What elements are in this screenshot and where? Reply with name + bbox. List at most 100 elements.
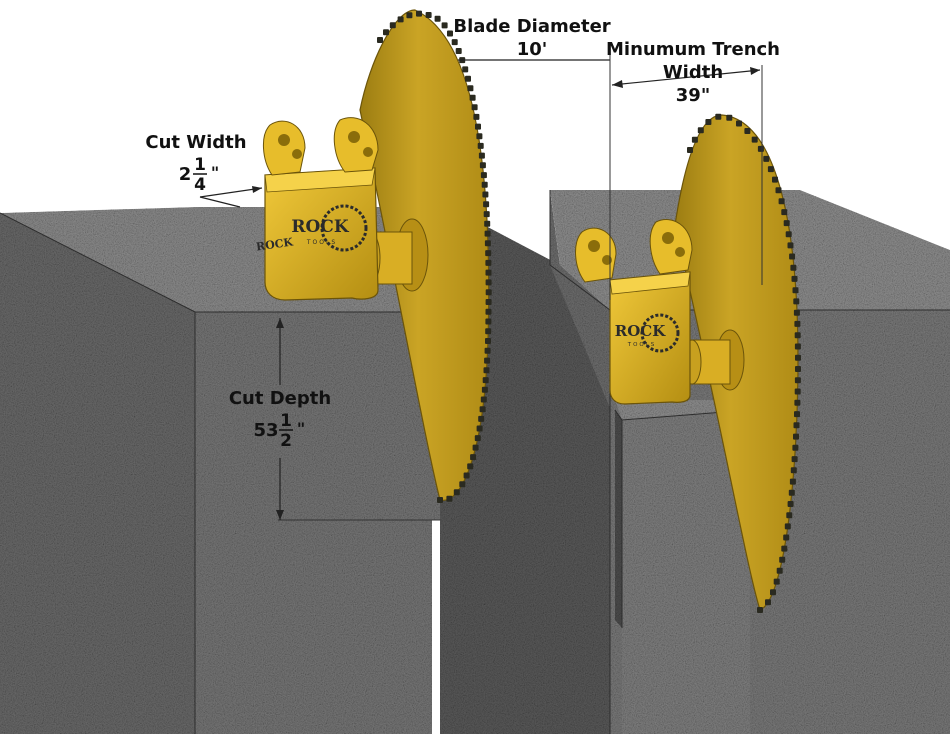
left-block-front-face: [195, 312, 440, 734]
saw-tooth: [484, 230, 491, 237]
saw-tooth: [789, 253, 796, 260]
cut-depth-dimension: Cut Depth 53 1 2 ": [229, 318, 440, 521]
saw-tooth: [791, 275, 798, 282]
saw-tooth: [691, 136, 698, 143]
saw-tooth: [763, 155, 770, 162]
saw-tooth: [794, 411, 800, 418]
saw-tooth: [482, 377, 489, 384]
saw-tooth: [467, 463, 474, 470]
right-saw-teeth: [687, 113, 801, 613]
saw-tooth: [483, 211, 490, 218]
saw-tooth: [377, 37, 383, 43]
saw-tooth: [463, 472, 470, 479]
saw-tooth: [793, 422, 800, 429]
saw-tooth: [757, 607, 763, 613]
saw-tooth: [786, 512, 793, 519]
saw-tooth: [437, 497, 443, 503]
saw-tooth: [469, 94, 476, 101]
right-logo-sub: TOOLS: [627, 342, 657, 348]
saw-tooth: [485, 289, 492, 296]
saw-tooth: [453, 489, 460, 496]
cut-core-side: [615, 410, 622, 628]
saw-tooth: [485, 318, 492, 325]
cut-depth-label: Cut Depth: [229, 388, 331, 409]
saw-tooth: [485, 250, 492, 257]
saw-tooth: [791, 456, 798, 463]
saw-tooth: [744, 128, 751, 134]
saw-tooth: [474, 435, 481, 442]
saw-tooth: [770, 589, 776, 596]
saw-tooth: [471, 104, 478, 111]
saw-tooth: [476, 133, 483, 140]
saw-tooth: [416, 10, 422, 17]
saw-tooth: [787, 501, 794, 507]
saw-tooth: [485, 259, 492, 266]
saw-tooth: [480, 172, 487, 179]
right-saw-housing: [609, 271, 691, 405]
saw-tooth: [765, 599, 771, 606]
saw-tooth: [485, 279, 492, 286]
saw-tooth: [465, 75, 471, 82]
saw-tooth: [482, 191, 489, 198]
blade-diameter-value: 10': [517, 39, 548, 60]
saw-tooth: [485, 269, 492, 276]
saw-tooth: [767, 166, 774, 173]
saw-tooth: [467, 85, 474, 92]
saw-tooth: [715, 113, 722, 120]
saw-tooth: [459, 481, 466, 488]
saw-tooth: [473, 113, 480, 120]
right-block-back-wall: [550, 190, 615, 420]
saw-tooth: [793, 298, 800, 305]
saw-tooth: [783, 220, 790, 227]
saw-tooth: [484, 357, 491, 364]
saw-tooth: [441, 22, 448, 29]
cut-width-unit: ": [211, 163, 219, 182]
trench-width-label-line2: Width: [663, 62, 723, 83]
saw-tooth: [795, 366, 801, 372]
saw-tooth: [484, 220, 491, 227]
saw-tooth: [794, 377, 801, 384]
saw-tooth: [476, 425, 483, 432]
saw-tooth: [389, 22, 396, 29]
saw-tooth: [484, 240, 491, 247]
saw-tooth: [778, 198, 785, 205]
saw-tooth: [772, 176, 778, 183]
saw-tooth: [485, 308, 492, 315]
saw-tooth: [485, 338, 491, 344]
saw-tooth: [792, 444, 799, 451]
left-saw-logo: ROCK TOOLS: [291, 204, 368, 252]
saw-tooth: [773, 578, 780, 585]
left-block-side-face: [0, 213, 195, 734]
saw-tooth: [479, 162, 486, 169]
trench-width-label-line1: Minumum Trench: [606, 39, 780, 60]
saw-tooth: [790, 264, 797, 271]
trench-width-value: 39": [676, 85, 710, 106]
saw-tooth: [751, 136, 758, 143]
saw-tooth: [726, 114, 733, 121]
saw-tooth: [705, 119, 712, 125]
saw-tooth: [480, 396, 487, 403]
saw-tooth: [446, 495, 453, 502]
saw-tooth: [785, 231, 792, 238]
saw-tooth: [781, 545, 788, 552]
left-saw: ROCK TOOLS ROCK: [255, 9, 492, 503]
saw-tooth: [788, 489, 795, 496]
saw-tooth: [779, 556, 786, 563]
cut-depth-unit: ": [297, 419, 305, 438]
left-logo-sub: TOOLS: [306, 239, 337, 246]
saw-tooth: [794, 332, 801, 339]
saw-tooth: [451, 39, 458, 46]
blade-diameter-dimension: Blade Diameter 10': [453, 16, 611, 61]
saw-tooth: [462, 66, 469, 73]
saw-tooth: [483, 367, 490, 374]
left-side-logo-brand: ROCK: [255, 235, 294, 253]
saw-tooth: [793, 433, 799, 440]
saw-tooth: [795, 354, 801, 361]
saw-tooth: [736, 120, 742, 127]
saw-tooth: [383, 29, 389, 36]
saw-tooth: [470, 454, 477, 461]
left-saw-side-logo: ROCK: [255, 235, 294, 253]
saw-tooth: [793, 309, 800, 316]
trench-width-dimension: Minumum Trench Width 39": [606, 39, 780, 300]
cut-width-whole: 2: [179, 164, 192, 185]
